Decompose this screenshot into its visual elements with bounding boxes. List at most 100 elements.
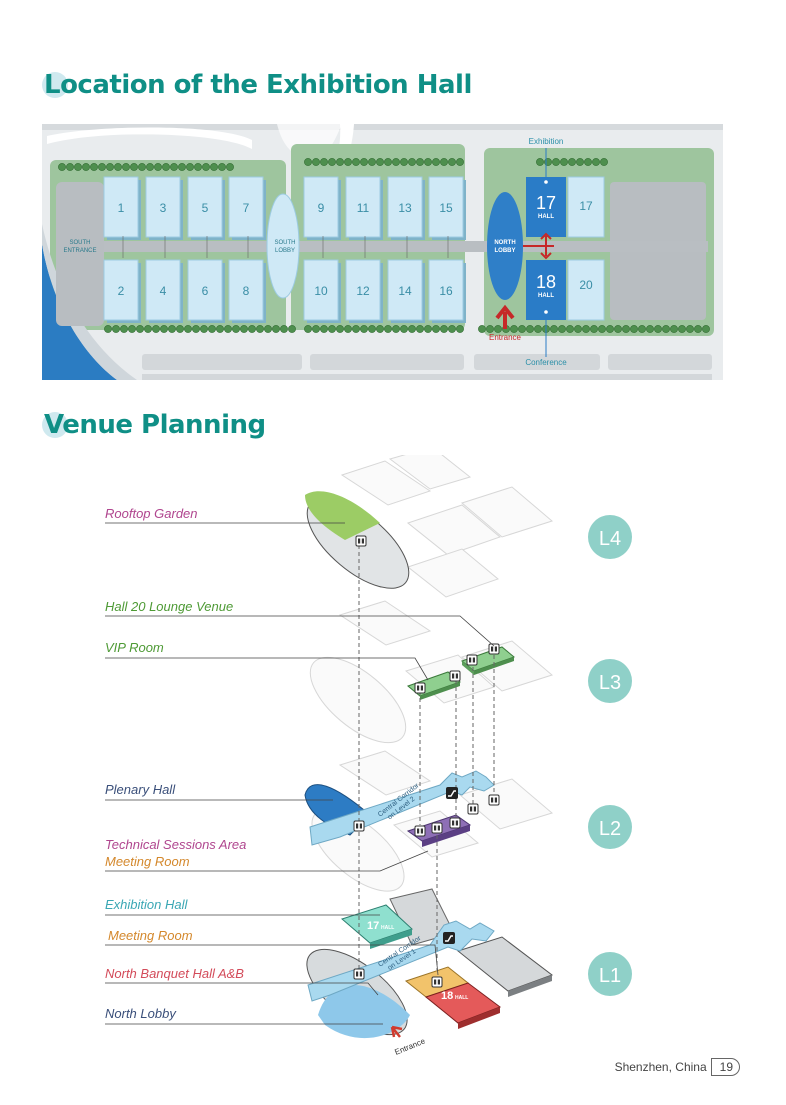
tree — [232, 325, 240, 333]
hall-18-word: HALL — [538, 293, 554, 299]
tree — [392, 158, 400, 166]
tree — [146, 163, 154, 171]
tree — [344, 158, 352, 166]
hall-block — [228, 259, 264, 321]
hall-number: 9 — [318, 201, 325, 215]
tree — [584, 158, 592, 166]
tree — [304, 158, 312, 166]
hall-number: 5 — [202, 201, 209, 215]
tree — [654, 325, 662, 333]
hall-number: 4 — [160, 284, 167, 298]
tree — [170, 163, 178, 171]
tree — [576, 158, 584, 166]
tree — [376, 325, 384, 333]
hall-block — [145, 259, 181, 321]
entrance-arrow-icon — [495, 304, 515, 329]
hall-number: 12 — [356, 284, 370, 298]
elevator-icon — [414, 682, 426, 694]
tree — [486, 325, 494, 333]
map-entrance-label: Entrance — [489, 333, 522, 342]
tree — [352, 158, 360, 166]
tree — [280, 325, 288, 333]
tree — [592, 158, 600, 166]
tree — [590, 325, 598, 333]
label-exhibition-hall: Exhibition Hall — [105, 897, 188, 912]
hall-block — [345, 259, 381, 321]
tree — [622, 325, 630, 333]
map-road-block-4 — [608, 354, 712, 370]
north-lobby-label-2: LOBBY — [495, 248, 516, 254]
tree — [66, 163, 74, 171]
tree — [130, 163, 138, 171]
hall-block — [187, 259, 223, 321]
hall-block — [387, 176, 423, 238]
level-badge-l2-text: L2 — [599, 818, 621, 840]
level-badge-l1-text: L1 — [599, 965, 621, 987]
tree — [104, 325, 112, 333]
label-hall-20-lounge: Hall 20 Lounge Venue — [105, 599, 233, 614]
tree — [614, 325, 622, 333]
tree — [384, 158, 392, 166]
tree — [328, 325, 336, 333]
page-footer: Shenzhen, China 19 — [615, 1058, 740, 1076]
tree — [160, 325, 168, 333]
tree — [416, 325, 424, 333]
page-number: 19 — [710, 1058, 740, 1076]
tree — [114, 163, 122, 171]
tree — [606, 325, 614, 333]
exhibition-leader-dot — [544, 180, 548, 184]
tree — [384, 325, 392, 333]
hall-block — [145, 176, 181, 238]
north-lobby — [487, 192, 523, 300]
elevator-icon — [353, 820, 365, 832]
map-road-bottom — [142, 374, 712, 380]
hall-18-tag-word: HALL — [455, 995, 468, 1001]
hall-18-number: 18 — [536, 272, 556, 292]
hall-18-highlight — [526, 260, 566, 320]
tree — [176, 325, 184, 333]
tree — [184, 325, 192, 333]
tree — [598, 325, 606, 333]
tree — [376, 158, 384, 166]
conference-label: Conference — [525, 358, 567, 367]
tree — [210, 163, 218, 171]
tree — [448, 158, 456, 166]
elevator-icon — [431, 976, 443, 988]
tree — [168, 325, 176, 333]
south-lobby-label-2: LOBBY — [275, 248, 295, 254]
label-technical-sessions: Technical Sessions Area — [105, 837, 246, 852]
hall-number: 6 — [202, 284, 209, 298]
tree — [200, 325, 208, 333]
tree — [600, 158, 608, 166]
hall-18-tag: 18 — [441, 990, 453, 1002]
tree — [194, 163, 202, 171]
tree — [440, 158, 448, 166]
map-road-curve-3 — [47, 127, 252, 149]
tree — [226, 163, 234, 171]
tree — [122, 163, 130, 171]
tree — [344, 325, 352, 333]
tree — [144, 325, 152, 333]
tree — [662, 325, 670, 333]
hall-number: 2 — [118, 284, 125, 298]
level-badge-l1: L1 — [588, 952, 632, 996]
l1-entrance-label: Entrance — [393, 1036, 427, 1055]
level-badge-l4: L4 — [588, 515, 632, 559]
tree — [312, 325, 320, 333]
hall-block — [303, 259, 339, 321]
tree — [400, 158, 408, 166]
tree — [456, 325, 464, 333]
tree — [566, 325, 574, 333]
tree — [224, 325, 232, 333]
tree — [360, 158, 368, 166]
tree — [352, 325, 360, 333]
tree — [368, 158, 376, 166]
label-plenary-hall: Plenary Hall — [105, 782, 176, 797]
tree — [416, 158, 424, 166]
elevator-icon — [449, 670, 461, 682]
tree — [288, 325, 296, 333]
tree — [138, 163, 146, 171]
tree — [630, 325, 638, 333]
tree — [494, 325, 502, 333]
map-water — [42, 244, 117, 380]
